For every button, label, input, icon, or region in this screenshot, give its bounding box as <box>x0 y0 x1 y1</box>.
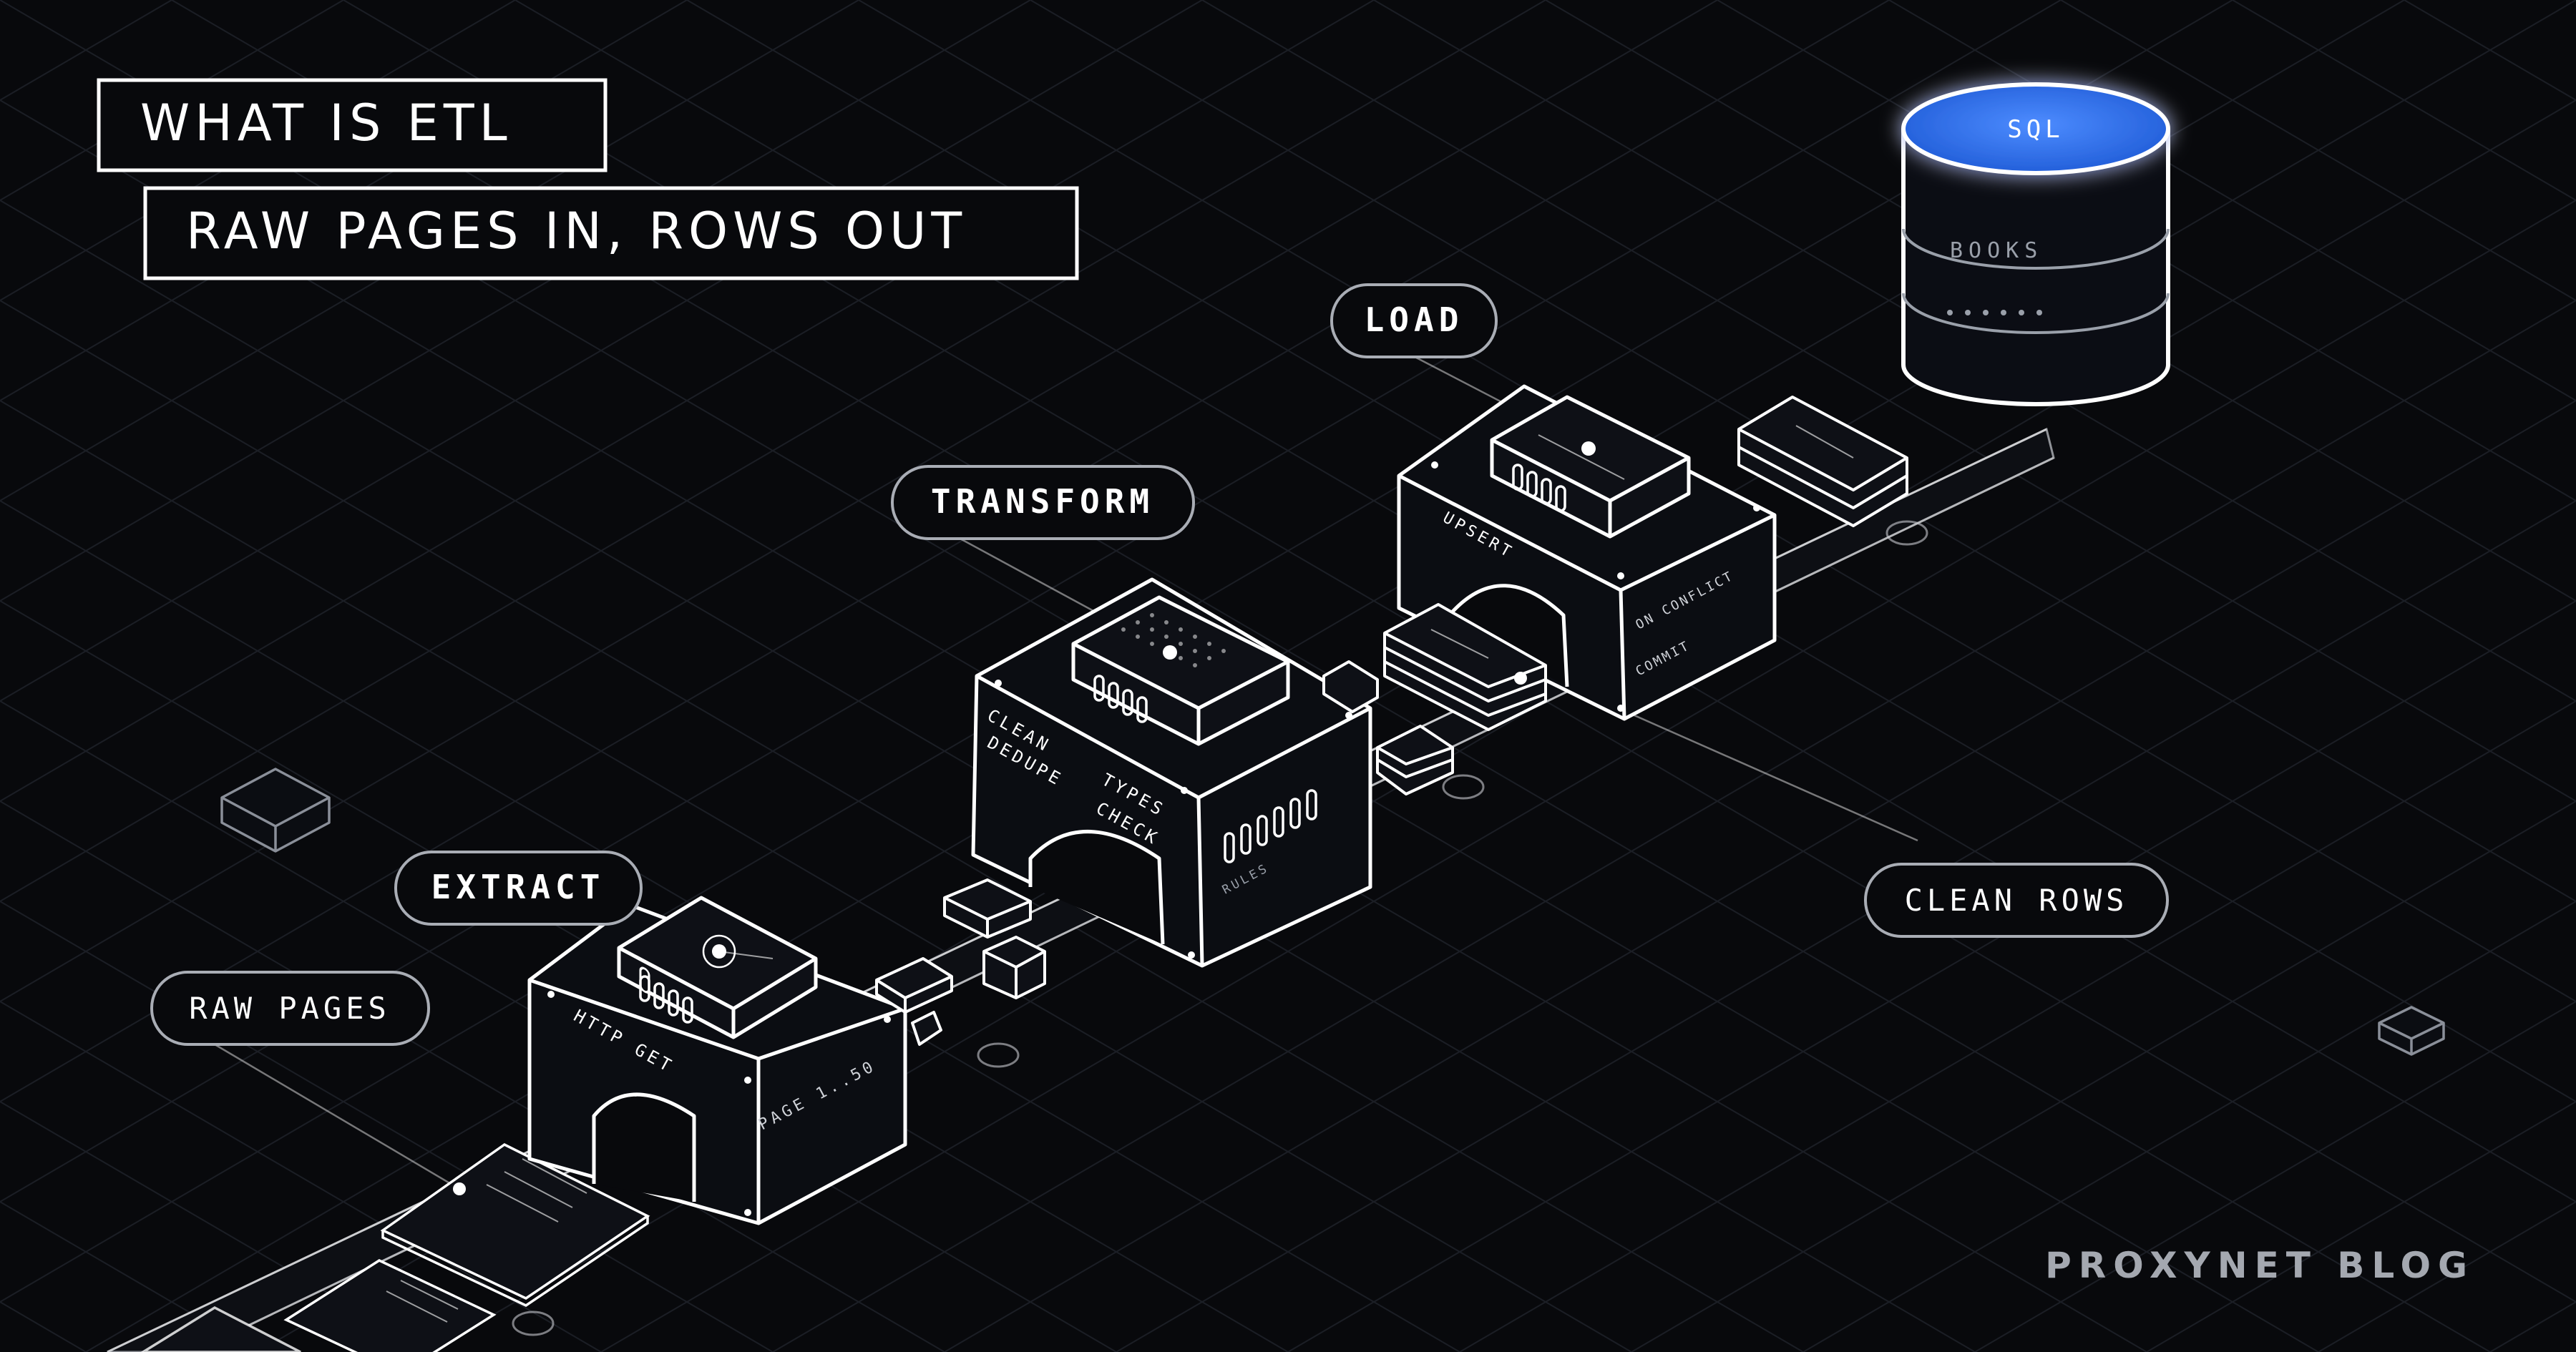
label-extract-text: EXTRACT <box>431 868 605 906</box>
conveyor-items <box>875 878 1046 1046</box>
clean-rows-marker <box>1514 672 1527 685</box>
load-marker <box>1581 441 1596 456</box>
footer-brand: PROXYNET BLOG <box>2045 1245 2474 1286</box>
transform-slot-icons <box>1093 675 1148 723</box>
label-transform: TRANSFORM <box>891 465 1195 540</box>
transform-dot-matrix <box>1121 613 1226 667</box>
raw-page-doc <box>283 1259 497 1352</box>
label-load: LOAD <box>1330 283 1498 358</box>
title-box: WHAT IS ETL <box>97 78 608 172</box>
load-slot-icons <box>1512 464 1566 512</box>
rules-slot-icons <box>1224 789 1317 863</box>
label-load-text: LOAD <box>1365 300 1464 339</box>
label-clean-rows: CLEAN ROWS <box>1864 863 2169 938</box>
sql-database <box>1901 82 2170 406</box>
raw-page-doc <box>380 1142 650 1308</box>
label-extract: EXTRACT <box>394 851 643 926</box>
transform-machine <box>971 577 1372 968</box>
load-top-module <box>1490 395 1691 539</box>
stacked-plates <box>1322 660 1454 795</box>
transform-marker <box>1163 645 1177 660</box>
label-raw-pages-text: RAW PAGES <box>189 991 391 1026</box>
loaded-rows <box>1737 396 1908 527</box>
decorative-blocks <box>220 768 2445 1056</box>
extract-machine <box>527 896 907 1225</box>
transform-top-module <box>1071 595 1290 746</box>
page-title: WHAT IS ETL <box>140 94 512 152</box>
raw-page-docs <box>140 1142 650 1352</box>
database-top-label: SQL <box>2007 115 2064 144</box>
label-clean-rows-text: CLEAN ROWS <box>1905 883 2129 918</box>
database-band-label: BOOKS <box>1950 238 2043 263</box>
raw-pages-marker <box>453 1182 466 1195</box>
page-subtitle: RAW PAGES IN, ROWS OUT <box>186 202 967 260</box>
subtitle-box: RAW PAGES IN, ROWS OUT <box>143 186 1079 280</box>
clean-rows-stack <box>1383 603 1547 731</box>
label-transform-text: TRANSFORM <box>931 482 1154 521</box>
extract-slot-icons <box>639 975 693 1024</box>
label-raw-pages: RAW PAGES <box>150 971 430 1046</box>
database-dots <box>1947 310 2042 315</box>
extract-target-icon <box>702 934 736 969</box>
